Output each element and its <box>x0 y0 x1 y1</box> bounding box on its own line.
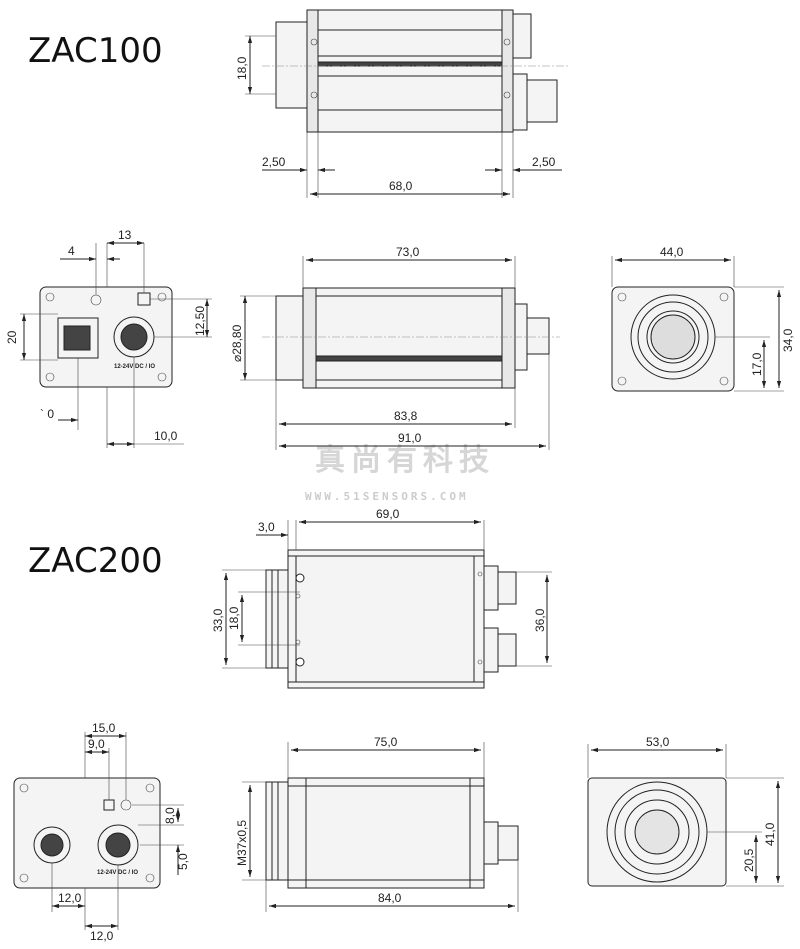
dim-zac200-53: 53,0 <box>646 735 670 749</box>
dim-zac100-91: 91,0 <box>398 431 422 445</box>
dim-zac100-838: 83,8 <box>394 409 418 423</box>
dim-zac200-33: 33,0 <box>211 608 225 632</box>
zac100-end-view: 44,0 34,0 17,0 <box>611 245 795 392</box>
dim-zac200-41: 41,0 <box>763 822 777 846</box>
dim-zac100-34: 34,0 <box>781 328 795 352</box>
dim-zac100-68: 68,0 <box>389 179 413 193</box>
dim-zac200-m37: M37x0,5 <box>235 820 249 866</box>
dim-zac200-84: 84,0 <box>378 891 402 905</box>
dim-zac200-75: 75,0 <box>374 735 398 749</box>
zac200-top-view: 3,0 69,0 33,0 18,0 36,0 <box>211 507 552 689</box>
dim-zac100-20: 20 <box>5 330 19 344</box>
dim-zac200-205: 20,5 <box>742 848 756 872</box>
zac100-connector-label: 12-24V DC / IO <box>114 364 155 370</box>
dim-zac100-250-left: 2,50 <box>262 155 286 169</box>
dim-zac100-4: 4 <box>68 244 75 258</box>
dim-zac200-12a: 12,0 <box>58 891 82 905</box>
dim-zac100-44: 44,0 <box>660 245 684 259</box>
zac100-rear-view: 12-24V DC / IO 4 13 20 12,50 ` 0 10,0 <box>5 228 212 448</box>
dim-zac100-73: 73,0 <box>396 245 420 259</box>
watermark-cn: 真尚有科技 <box>315 443 495 478</box>
zac200-side-view: 75,0 M37x0,5 84,0 <box>235 735 519 912</box>
dim-zac100-10: 10,0 <box>154 429 178 443</box>
zac200-end-view: 53,0 41,0 20,5 <box>587 735 784 887</box>
dim-zac100-13: 13 <box>118 228 132 242</box>
zac100-side-view: 18,0 2,50 2,50 68,0 <box>235 9 570 198</box>
dim-zac100-dia: ⌀28,80 <box>230 324 244 362</box>
dim-zac100-17: 17,0 <box>750 352 764 376</box>
dim-zac100-18: 18,0 <box>235 56 249 80</box>
dim-zac200-5: 5,0 <box>176 853 190 870</box>
zac200-connector-label: 12-24V DC / IO <box>97 870 138 876</box>
dim-zac200-9: 9,0 <box>88 737 105 751</box>
dim-zac100-1250: 12,50 <box>193 306 207 336</box>
watermark-url: WWW.51SENSORS.COM <box>305 490 469 503</box>
title-zac200: ZAC200 <box>28 541 163 581</box>
dim-zac200-12b: 12,0 <box>90 929 114 943</box>
dim-zac200-15: 15,0 <box>92 721 116 735</box>
dim-zac200-18: 18,0 <box>227 606 241 630</box>
title-zac100: ZAC100 <box>28 31 163 71</box>
dim-zac200-8: 8,0 <box>163 807 177 824</box>
dim-zac100-250-right: 2,50 <box>532 155 556 169</box>
dim-zac200-36: 36,0 <box>533 608 547 632</box>
dim-zac100-0: ` 0 <box>40 407 54 421</box>
dim-zac200-3: 3,0 <box>258 520 275 534</box>
dim-zac200-69: 69,0 <box>376 507 400 521</box>
zac100-front-side-view: 73,0 ⌀28,80 83,8 91,0 <box>230 245 560 450</box>
zac200-rear-view: 12-24V DC / IO 15,0 9,0 8,0 5,0 12,0 12,… <box>13 721 190 943</box>
